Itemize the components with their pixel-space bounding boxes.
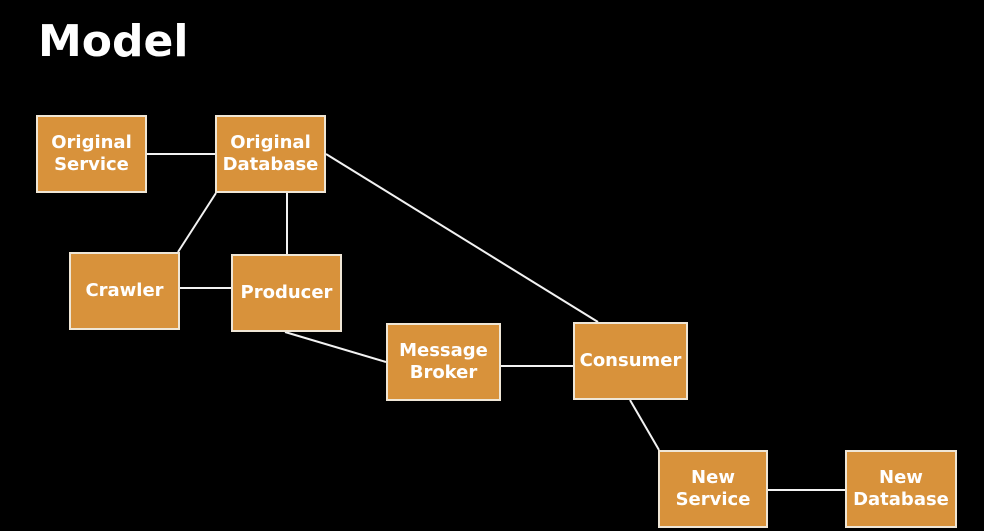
node-producer-label: Producer xyxy=(240,282,333,303)
node-original-service-label: Original Service xyxy=(51,132,132,175)
node-original-database-label: Original Database xyxy=(222,132,319,175)
node-new-service-label: New Service xyxy=(675,467,751,510)
node-message-broker-label: Message Broker xyxy=(399,340,488,383)
node-new-service: New Service xyxy=(658,450,768,528)
node-consumer: Consumer xyxy=(573,322,688,400)
edge-original-database-crawler xyxy=(177,192,217,253)
node-producer: Producer xyxy=(231,254,342,332)
node-crawler: Crawler xyxy=(69,252,180,330)
node-original-database: Original Database xyxy=(215,115,326,193)
node-new-database-label: New Database xyxy=(853,467,949,510)
edge-original-database-consumer xyxy=(325,153,599,323)
edge-producer-message-broker xyxy=(284,331,387,363)
node-consumer-label: Consumer xyxy=(579,350,682,371)
node-message-broker: Message Broker xyxy=(386,323,501,401)
slide-title: Model xyxy=(38,16,189,67)
node-new-database: New Database xyxy=(845,450,957,528)
edge-consumer-new-service xyxy=(629,399,660,451)
node-crawler-label: Crawler xyxy=(85,280,164,301)
node-original-service: Original Service xyxy=(36,115,147,193)
